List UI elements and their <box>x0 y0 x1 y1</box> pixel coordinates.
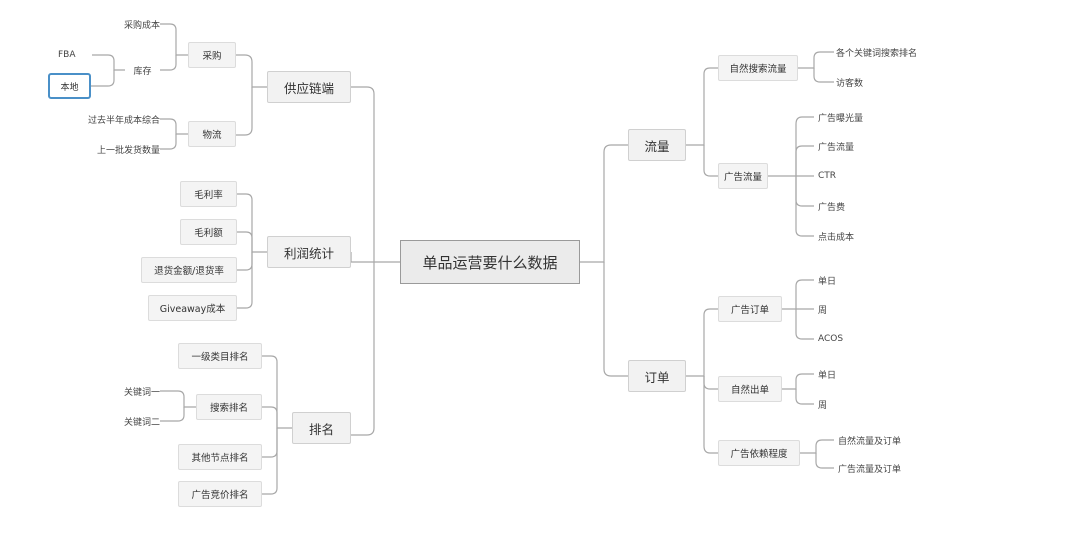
leaf-ad-impressions[interactable]: 广告曝光量 <box>818 113 864 124</box>
leaf-giveaway-cost[interactable]: Giveaway成本 <box>148 295 237 321</box>
leaf-ad-spend[interactable]: 广告费 <box>818 202 846 213</box>
leaf-visitors[interactable]: 访客数 <box>836 78 864 89</box>
topic-ad-traffic[interactable]: 广告流量 <box>718 163 768 189</box>
topic-organic-traffic[interactable]: 自然搜索流量 <box>718 55 798 81</box>
leaf-cost-per-click[interactable]: 点击成本 <box>818 232 855 243</box>
leaf-purchase-cost[interactable]: 采购成本 <box>123 20 160 31</box>
leaf-ad-orders-weekly[interactable]: 周 <box>818 305 828 316</box>
leaf-ad-traffic-orders[interactable]: 广告流量及订单 <box>838 464 902 475</box>
leaf-keyword-2[interactable]: 关键词二 <box>123 417 160 428</box>
leaf-keyword-search-rank[interactable]: 各个关键词搜索排名 <box>836 48 918 59</box>
topic-traffic[interactable]: 流量 <box>628 129 686 161</box>
topic-logistics[interactable]: 物流 <box>188 121 236 147</box>
leaf-gross-margin-rate[interactable]: 毛利率 <box>180 181 237 207</box>
topic-purchase[interactable]: 采购 <box>188 42 236 68</box>
topic-supply-chain[interactable]: 供应链端 <box>267 71 351 103</box>
leaf-fba[interactable]: FBA <box>58 50 76 60</box>
leaf-ctr[interactable]: CTR <box>818 171 837 181</box>
topic-orders[interactable]: 订单 <box>628 360 686 392</box>
leaf-other-node-rank[interactable]: 其他节点排名 <box>178 444 262 470</box>
topic-ad-orders[interactable]: 广告订单 <box>718 296 782 322</box>
leaf-organic-orders-daily[interactable]: 单日 <box>818 370 837 381</box>
leaf-keyword-1[interactable]: 关键词一 <box>123 387 160 398</box>
leaf-local-selected[interactable]: 本地 <box>48 73 91 99</box>
leaf-organic-traffic-orders[interactable]: 自然流量及订单 <box>838 436 902 447</box>
leaf-gross-margin-amount[interactable]: 毛利额 <box>180 219 237 245</box>
leaf-inventory[interactable]: 库存 <box>133 66 152 77</box>
leaf-ad-orders-daily[interactable]: 单日 <box>818 276 837 287</box>
topic-organic-orders[interactable]: 自然出单 <box>718 376 782 402</box>
leaf-return-rate[interactable]: 退货金额/退货率 <box>141 257 237 283</box>
topic-ad-dependency[interactable]: 广告依赖程度 <box>718 440 800 466</box>
topic-ranking[interactable]: 排名 <box>292 412 351 444</box>
leaf-ad-bid-rank[interactable]: 广告竞价排名 <box>178 481 262 507</box>
topic-search-rank[interactable]: 搜索排名 <box>196 394 262 420</box>
leaf-ad-traffic[interactable]: 广告流量 <box>818 142 855 153</box>
leaf-last-batch-qty[interactable]: 上一批发货数量 <box>96 145 160 156</box>
leaf-organic-orders-weekly[interactable]: 周 <box>818 400 828 411</box>
leaf-category-rank[interactable]: 一级类目排名 <box>178 343 262 369</box>
root-topic[interactable]: 单品运营要什么数据 <box>400 240 580 284</box>
leaf-acos[interactable]: ACOS <box>818 334 844 344</box>
leaf-half-year-cost[interactable]: 过去半年成本综合 <box>87 115 160 126</box>
topic-profit[interactable]: 利润统计 <box>267 236 351 268</box>
